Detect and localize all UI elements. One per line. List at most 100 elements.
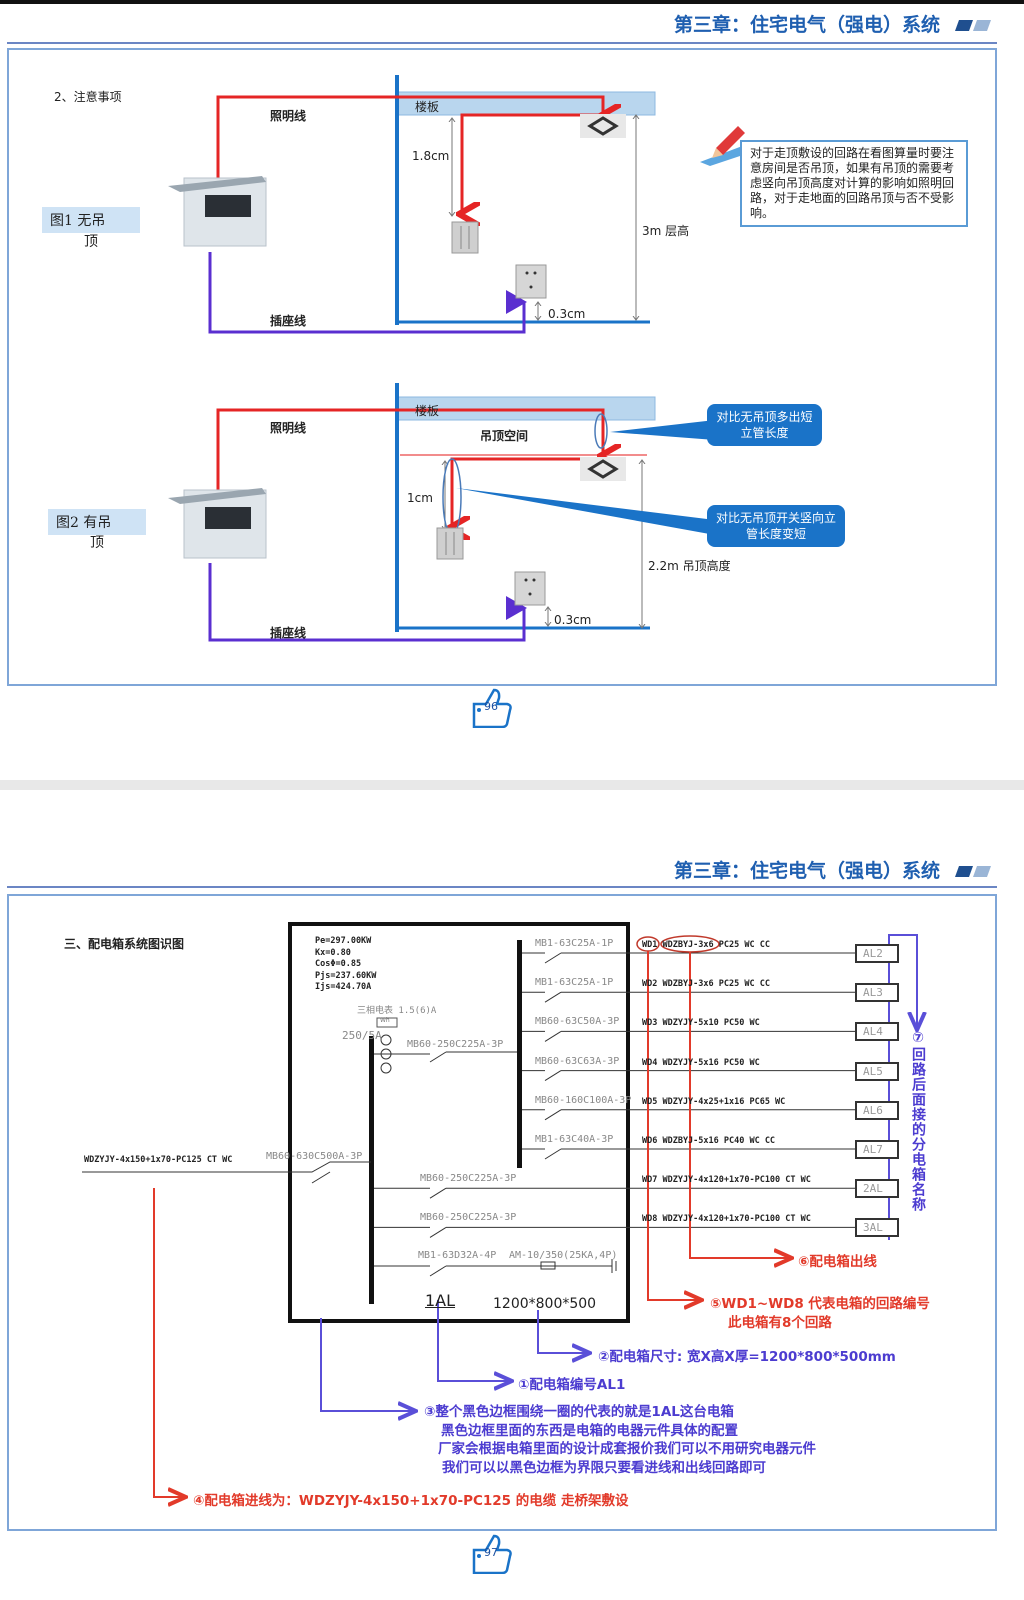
annotation-3-line2: 黑色边框里面的东西是电箱的电器元件具体的配置 [441,1422,738,1439]
annotation-5-line1: ⑤WD1~WD8 代表电箱的回路编号 [710,1296,930,1312]
fig1-label: 图1 无吊 [42,207,140,233]
cable-label: WD3 WDZYJY-5x10 PC50 WC [642,1018,760,1029]
cable-label: WD4 WDZYJY-5x16 PC50 WC [642,1057,760,1068]
sub-panel-box: 2AL [855,1179,899,1199]
main-breaker-label: MB60-250C225A-3P [407,1039,504,1050]
ct-label: 250/5A [342,1029,382,1042]
cable-label: WD5 WDZYJY-4x25+1x16 PC65 WC [642,1096,786,1107]
annotation-3-line3: 厂家会根据电箱里面的设计成套报价我们可以不用研究电器元件 [438,1441,816,1457]
fig2-switch-height: 1cm [407,491,433,505]
annotation-3-line4: 我们可以以黑色边框为界限只要看进线和出线回路即可 [442,1459,766,1476]
fig1-socket-height: 0.3cm [548,307,586,321]
annotation-6: ⑥配电箱出线 [798,1254,877,1270]
panel-size: 1200*800*500 [493,1296,597,1312]
fig2-lighting-line-label: 照明线 [270,421,307,435]
fig2-ceiling-height: 2.2m 吊顶高度 [648,559,731,573]
load-parameters: Pe=297.00KW Kx=0.80 CosΦ=0.85 Pjs=237.60… [315,936,376,994]
param-pjs: Pjs=237.60KW [315,970,377,981]
thumbs-up-icon [472,1534,512,1575]
annotation-3: ③整个黑色边框围绕一圈的代表的就是1AL这台电箱 黑色边框里面的东西是电箱的电器… [424,1403,816,1477]
ceiling-light-image [580,114,626,481]
param-cos: CosΦ=0.85 [315,959,362,969]
sub-panel-box: AL7 [855,1140,899,1159]
pencil-icon [700,126,752,166]
fig1-slab-label: 楼板 [415,100,440,114]
top-bar [0,0,1024,4]
panel-border [288,922,630,1323]
callout-switch-riser: 对比无吊顶开关竖向立管长度变短 [707,505,845,547]
fig1-label-wrap: 顶 [84,234,98,250]
socket-image [514,264,547,606]
circuit-line [544,1148,562,1160]
circuit-line [544,991,562,1003]
sub-panel-box: AL2 [855,944,899,963]
spd-breaker-label: MB1-63D32A-4P [418,1250,497,1261]
page-number-2: 97 [484,1546,498,1559]
annotation-1: ①配电箱编号AL1 [518,1377,626,1393]
section-title-2: 三、配电箱系统图识图 [64,937,185,951]
cable-label: WD8 WDZYJY-4x120+1x70-PC100 CT WC [642,1214,811,1225]
circuit-line [429,1187,447,1199]
fig1-switch-height: 1.8cm [412,149,450,163]
breaker-label: MB60-160C100A-3P [535,1094,632,1106]
fig1-lighting-line-label: 照明线 [270,109,307,123]
fig2-slab-label: 楼板 [415,404,440,418]
slide-frame [7,48,997,686]
page-header-title: 第三章：住宅电气（强电）系统 [674,14,941,36]
fig1-floor-height: 3m 层高 [642,224,690,238]
annotation-2: ②配电箱尺寸: 宽X高X厚=1200*800*500mm [598,1349,896,1365]
param-ijs: Ijs=424.70A [315,982,372,992]
incoming-cable-label: WDZYJY-4x150+1x70-PC125 CT WC [84,1155,233,1165]
page-number-badge: 96 [470,688,512,729]
spd-label: AM-10/350(25KA,4P) [509,1250,618,1261]
slide-frame-2 [7,894,997,1531]
sub-panel-box: AL5 [855,1061,899,1081]
cable-label: WD7 WDZYJY-4x120+1x70-PC100 CT WC [642,1175,811,1186]
fig2-label-wrap: 顶 [90,535,104,551]
page-separator [0,780,1024,790]
breaker-label: MB1-63C25A-1P [535,977,614,989]
page-header-title-2: 第三章：住宅电气（强电）系统 [674,860,941,882]
sub-panel-box: AL6 [855,1100,899,1120]
cable-label: WD1 WDZBYJ-3x6 PC25 WC CC [642,940,770,950]
header-divider [7,886,997,888]
header-decoration-icon [955,17,995,36]
cable-label: WD6 WDZBYJ-5x16 PC40 WC CC [642,1136,776,1146]
header-decoration-icon [955,863,995,882]
header-divider [7,42,997,44]
annotation-5-line2: 此电箱有8个回路 [728,1315,832,1331]
callout-short-riser: 对比无吊顶多出短立管长度 [707,404,822,446]
section-title: 2、注意事项 [54,90,122,104]
note-box: 对于走顶敷设的回路在看图算量时要注意房间是否吊顶，如果有吊顶的需要考虑竖向吊顶高… [740,140,968,227]
fig2-socket-line-label: 插座线 [270,626,307,640]
fig1-socket-line-label: 插座线 [270,314,307,328]
switch-image [436,221,479,560]
cable-label: WD2 WDZBYJ-3x6 PC25 WC CC [642,979,770,990]
breaker-label: MB60-63C50A-3P [535,1016,620,1028]
page-number: 96 [484,700,498,713]
circuit-line [429,1226,447,1238]
meter-box: Wh [380,1017,390,1024]
sub-panel-box: AL3 [855,983,899,1003]
fig2-label: 图2 有吊 [48,509,146,535]
socket-line [208,252,527,334]
meter-label: 三相电表 1.5(6)A [357,1006,437,1016]
sub-panel-box: 3AL [855,1218,899,1238]
breaker-label: MB60-250C225A-3P [420,1212,517,1224]
breaker-label: MB60-250C225A-3P [420,1173,517,1185]
annotation-3-line1: ③整个黑色边框围绕一圈的代表的就是1AL这台电箱 [424,1404,734,1420]
panel-id: 1AL [425,1291,456,1310]
breaker-label: MB1-63C25A-1P [535,938,614,949]
breaker-label: MB60-63C63A-3P [535,1055,620,1067]
fig2-socket-height: 0.3cm [554,613,592,627]
distribution-box-image [168,176,267,559]
param-kx: Kx=0.80 [315,947,351,958]
incoming-breaker-label: MB60-630C500A-3P [266,1151,363,1162]
lighting-line [216,95,603,178]
sub-panel-box: AL4 [855,1022,899,1042]
ceiling-space-label: 吊顶空间 [480,429,529,443]
circuit-line [544,1109,562,1121]
annotation-4: ④配电箱进线为：WDZYJY-4x150+1x70-PC125 的电缆 走桥架敷… [193,1493,629,1509]
page-number-badge-2: 97 [470,1534,512,1575]
